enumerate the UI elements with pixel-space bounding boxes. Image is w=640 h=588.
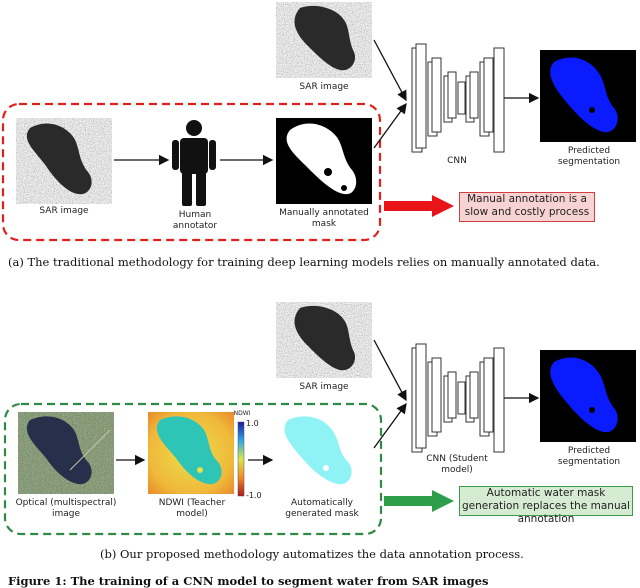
human-annotator-icon <box>172 120 216 206</box>
ndwi-colorbar-min: -1.0 <box>246 491 262 500</box>
human-annotator-label: Human annotator <box>172 210 218 231</box>
manual-mask-label: Manually annotated mask <box>279 208 369 229</box>
arrow-mask-to-student <box>373 402 407 449</box>
predicted-segmentation-a <box>540 50 636 142</box>
cnn-architecture-b <box>411 343 505 453</box>
optical-image-label: Optical (multispectral) image <box>15 498 117 519</box>
auto-mask-image <box>276 412 368 494</box>
cnn-label-a: CNN <box>447 156 467 166</box>
automatic-generation-callout: Automatic water mask generation replaces… <box>459 486 633 525</box>
automatic-pipeline-box <box>3 402 383 536</box>
sar-top-label-a: SAR image <box>299 82 349 92</box>
predicted-segmentation-label-a: Predicted segmentation <box>557 146 621 167</box>
arrow-sar-to-student <box>373 339 407 402</box>
manual-annotation-callout: Manual annotation is a slow and costly p… <box>459 192 595 222</box>
figure-caption-partial: Figure 1: The training of a CNN model to… <box>8 574 489 588</box>
cnn-label-b: CNN (Student model) <box>426 454 488 475</box>
ndwi-label: NDWI (Teacher model) <box>158 498 226 519</box>
predicted-segmentation-label-b: Predicted segmentation <box>557 446 621 467</box>
arrow-sar-to-cnn <box>373 39 407 102</box>
ndwi-image <box>148 412 234 494</box>
ndwi-colorbar <box>237 421 245 497</box>
cnn-architecture-a <box>411 43 505 153</box>
sar-image-left-a <box>16 118 112 204</box>
sar-top-label-b: SAR image <box>299 382 349 392</box>
optical-image <box>18 412 114 494</box>
manual-mask-image <box>276 118 372 204</box>
caption-b: (b) Our proposed methodology automatizes… <box>100 547 524 561</box>
arrow-mask-to-cnn <box>373 102 407 149</box>
manual-pipeline-box <box>1 102 382 242</box>
red-callout-arrow <box>384 195 454 217</box>
caption-a: (a) The traditional methodology for trai… <box>8 255 600 269</box>
sar-label-a: SAR image <box>39 206 89 216</box>
ndwi-colorbar-title: NDWI <box>233 410 251 417</box>
auto-mask-label: Automatically generated mask <box>285 498 359 519</box>
green-callout-arrow <box>384 490 454 512</box>
sar-image-top-b <box>276 302 372 378</box>
ndwi-colorbar-max: 1.0 <box>246 419 259 428</box>
sar-image-top-a <box>276 2 372 78</box>
predicted-segmentation-b <box>540 350 636 442</box>
